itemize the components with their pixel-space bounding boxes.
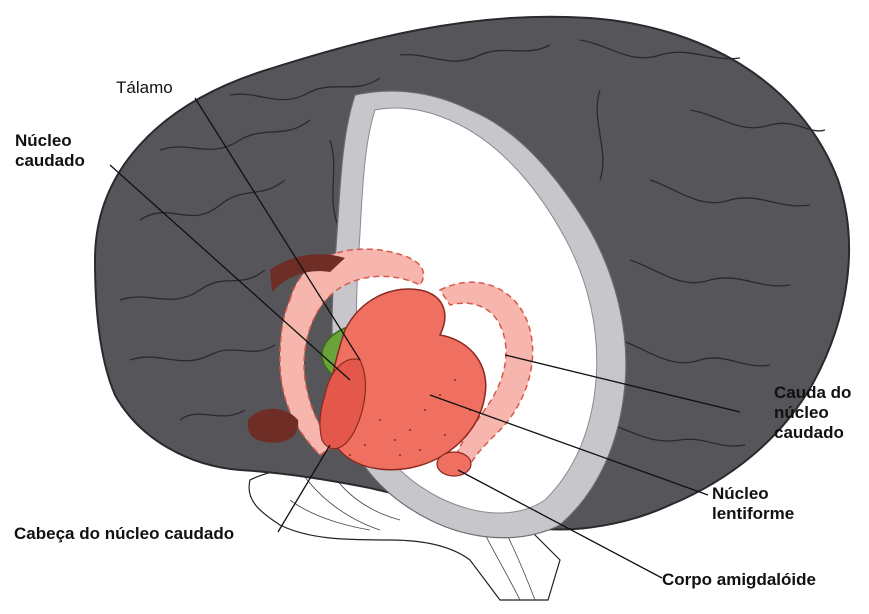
label-nucleo-caudado-line2: caudado: [15, 151, 85, 171]
label-cauda-nucleo-caudado: Cauda do núcleo caudado: [774, 383, 851, 443]
label-nucleo-caudado-line1: Núcleo: [15, 131, 85, 151]
label-corpo-amigdaloide: Corpo amigdalóide: [662, 570, 816, 590]
label-amigdaloide-text: Corpo amigdalóide: [662, 570, 816, 590]
label-nucleo-caudado: Núcleo caudado: [15, 131, 85, 171]
label-lentiforme-line1: Núcleo: [712, 484, 794, 504]
label-cauda-line2: núcleo: [774, 403, 851, 423]
lower-dark-region: [248, 409, 299, 443]
label-cabeca-nucleo-caudado: Cabeça do núcleo caudado: [14, 524, 234, 544]
amygdala: [437, 452, 471, 476]
label-cabeca-text: Cabeça do núcleo caudado: [14, 524, 234, 544]
label-nucleo-lentiforme: Núcleo lentiforme: [712, 484, 794, 524]
label-lentiforme-line2: lentiforme: [712, 504, 794, 524]
label-cauda-line1: Cauda do: [774, 383, 851, 403]
label-cauda-line3: caudado: [774, 423, 851, 443]
label-talamo-text: Tálamo: [116, 78, 173, 98]
label-talamo: Tálamo: [116, 78, 173, 98]
